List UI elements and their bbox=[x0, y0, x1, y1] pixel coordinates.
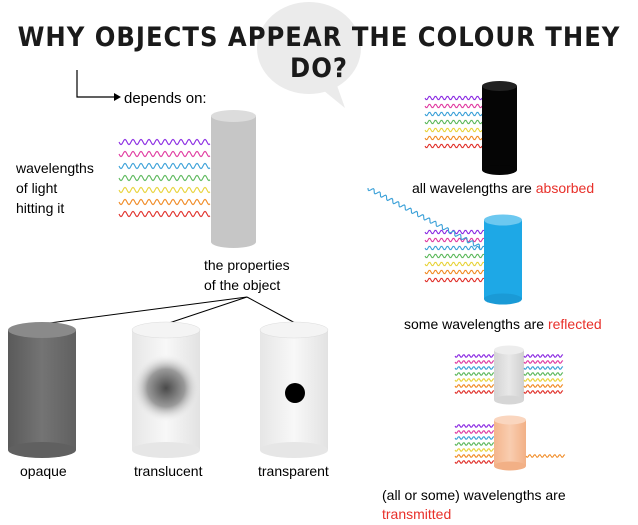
transmitted-caption: (all or some) wavelengths are bbox=[382, 487, 566, 503]
absorbed-wave-0 bbox=[424, 95, 483, 101]
reflected-caption: some wavelengths are reflected bbox=[404, 316, 602, 332]
peach-transmit-cylinder bbox=[454, 415, 566, 471]
transmit-wave-in-1 bbox=[454, 359, 495, 365]
transmit-wave-out-0 bbox=[523, 353, 564, 359]
incident-wave-3 bbox=[424, 253, 484, 259]
light-wave-1 bbox=[118, 150, 211, 158]
transmit-wave-out-6 bbox=[523, 389, 564, 395]
transmit2-wave-in-2 bbox=[454, 435, 495, 441]
light-wave-2 bbox=[118, 162, 211, 170]
transmit2-wave-in-0 bbox=[454, 423, 495, 429]
transmit2-wave-in-6 bbox=[454, 459, 495, 465]
absorbed-caption: all wavelengths are absorbed bbox=[412, 180, 595, 196]
black-cylinder bbox=[424, 81, 517, 175]
absorbed-word: absorbed bbox=[535, 180, 595, 196]
arrow-icon bbox=[76, 70, 121, 101]
transmit-wave-out-3 bbox=[523, 371, 564, 377]
opaque-label: opaque bbox=[20, 463, 67, 479]
speech-bubble-icon bbox=[257, 2, 361, 108]
transmit-wave-in-4 bbox=[454, 377, 495, 383]
translucent-label: translucent bbox=[134, 463, 203, 479]
absorbed-wave-1 bbox=[424, 103, 483, 109]
transmit-wave-in-0 bbox=[454, 353, 495, 359]
wavelengths-label-line2: of light bbox=[16, 180, 58, 196]
transmit2-wave-in-3 bbox=[454, 441, 495, 447]
absorbed-wave-3 bbox=[424, 119, 483, 125]
wavelengths-label-line3: hitting it bbox=[16, 200, 65, 216]
transmit-wave-out-4 bbox=[523, 377, 564, 383]
light-waves-main bbox=[118, 138, 211, 218]
transmit2-wave-in-4 bbox=[454, 447, 495, 453]
light-wave-5 bbox=[118, 198, 211, 206]
absorbed-wave-2 bbox=[424, 111, 483, 117]
translucent-cylinder bbox=[131, 321, 201, 458]
transmit-wave-in-6 bbox=[454, 389, 495, 395]
absorbed-wave-5 bbox=[424, 135, 483, 141]
properties-label-line1: the properties bbox=[204, 257, 290, 273]
light-wave-4 bbox=[118, 186, 211, 194]
absorbed-wave-6 bbox=[424, 143, 483, 149]
incident-wave-2 bbox=[424, 245, 484, 251]
incident-wave-5 bbox=[424, 269, 484, 275]
transmit-wave-out-1 bbox=[523, 359, 564, 365]
incident-wave-6 bbox=[424, 277, 484, 283]
properties-label-line2: of the object bbox=[204, 277, 281, 293]
object-cylinder bbox=[211, 110, 256, 248]
grey-transmit-cylinder bbox=[454, 345, 564, 405]
transmit-wave-in-5 bbox=[454, 383, 495, 389]
depends-on-label: depends on: bbox=[124, 90, 207, 107]
transmit-wave-in-3 bbox=[454, 371, 495, 377]
connector-lines bbox=[41, 296, 298, 325]
light-wave-3 bbox=[118, 174, 211, 182]
transparent-label: transparent bbox=[258, 463, 329, 479]
incident-wave-4 bbox=[424, 261, 484, 267]
transparent-cylinder bbox=[259, 321, 329, 458]
transmit2-wave-in-1 bbox=[454, 429, 495, 435]
page-title: WHY OBJECTS APPEAR THE COLOUR THEY DO? bbox=[17, 22, 621, 84]
light-wave-6 bbox=[118, 210, 211, 218]
blue-cylinder bbox=[367, 187, 522, 305]
transmit2-wave-in-5 bbox=[454, 453, 495, 459]
transmit-wave-in-2 bbox=[454, 365, 495, 371]
wavelengths-label-line1: wavelengths bbox=[16, 160, 94, 176]
transmit-wave-out-5 bbox=[523, 383, 564, 389]
incident-wave-1 bbox=[424, 237, 484, 243]
absorbed-wave-4 bbox=[424, 127, 483, 133]
opaque-cylinder bbox=[8, 322, 76, 458]
reflected-word: reflected bbox=[547, 316, 602, 332]
transmitted-word: transmitted bbox=[382, 506, 452, 522]
transmit-wave-out-2 bbox=[523, 365, 564, 371]
light-wave-0 bbox=[118, 138, 211, 146]
